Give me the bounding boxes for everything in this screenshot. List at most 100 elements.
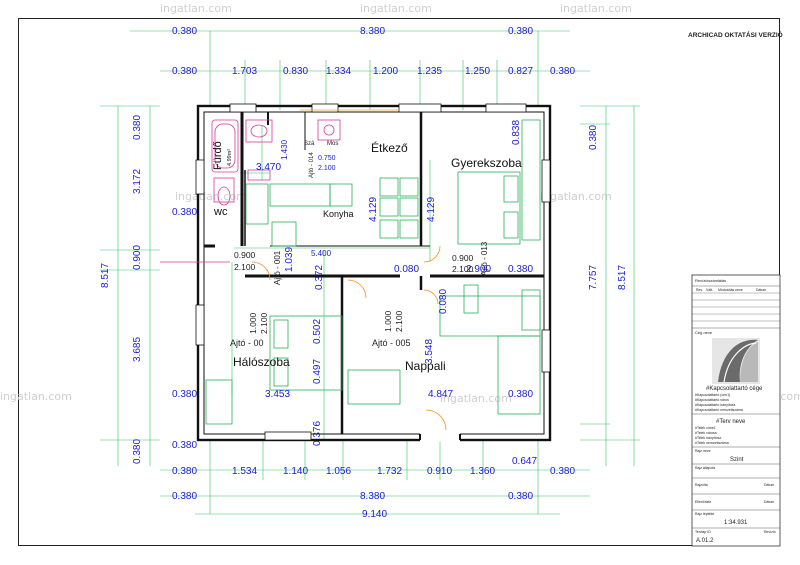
dim-text: 0.910 (427, 466, 452, 477)
dim-text: 0.380 (172, 66, 197, 77)
dim-text: 0.376 (312, 421, 323, 446)
dim-text: 3.685 (132, 337, 143, 362)
dim-text: 0.380 (550, 466, 575, 477)
company-line: #Kapcsolattartó irányítósz. (695, 403, 736, 407)
dim-text: 8.380 (360, 26, 385, 37)
status-label: Rajz állapota (695, 466, 715, 470)
door-dim: 2.100 (394, 310, 404, 332)
dim-text: 1.334 (326, 66, 351, 77)
dim-text: 8.517 (617, 265, 628, 290)
bathroom-fixtures (160, 119, 341, 263)
top-dimensions: 0.380 8.380 0.380 0.380 1.703 0.830 1.33… (172, 26, 575, 77)
room-wc: wc (213, 206, 228, 218)
dim-text: 1.200 (373, 66, 398, 77)
watermark: ingatlan.com (540, 190, 612, 203)
date-label: Dátum (764, 483, 774, 487)
dim-text: 0.827 (508, 66, 533, 77)
furniture (205, 119, 541, 425)
dim-text: 0.380 (508, 389, 533, 400)
rev-col: Dátum (756, 288, 766, 292)
revision-label: Revízió (764, 530, 776, 534)
scale-label: Rajz léptéke (695, 512, 714, 516)
door-label: Ajtó - 001 (273, 250, 282, 285)
plan-id-label: Tervlap ID (695, 530, 711, 534)
dim-text: 0.380 (172, 491, 197, 502)
door-dim: 0.900 (452, 253, 474, 263)
dim-text: 0.380 (588, 125, 599, 150)
company-name: #Kapcsolattartó cége (706, 386, 763, 392)
dim-text: 0.380 (132, 439, 143, 464)
project-line: #Telek címe1 (695, 426, 716, 430)
date-label: Dátum (764, 500, 774, 504)
room-labels: Fürdő 4.99m² wc Étkező Konyha Gyerekszob… (212, 140, 522, 373)
dim-text: 1.534 (232, 466, 257, 477)
dim-text: 5.400 (311, 249, 332, 258)
dim-text: 0.380 (550, 66, 575, 77)
dim-text: 0.380 (172, 26, 197, 37)
room-nappali: Nappali (405, 359, 446, 373)
room-konyha: Konyha (323, 209, 354, 219)
dim-text: 1.250 (465, 66, 490, 77)
dim-text: 0.380 (172, 389, 197, 400)
dim-text: 3.470 (256, 162, 281, 173)
dim-text: 3.172 (132, 169, 143, 194)
fixture-label: Mos (327, 141, 338, 147)
dim-text: 3.548 (424, 339, 435, 364)
dim-text: 0.750 (318, 155, 336, 162)
door-dim: 2.100 (234, 262, 256, 272)
dim-text: 4.129 (368, 197, 379, 222)
dim-text: 0.380 (132, 115, 143, 140)
checked-label: Ellenőrizte (695, 500, 711, 504)
dim-text: 4.129 (426, 197, 437, 222)
company-line: #Kapcsolattartó nemzetiszáma (695, 408, 743, 412)
dim-text: 0.080 (438, 289, 449, 314)
dim-text: 0.380 (172, 207, 197, 218)
dim-text: 8.380 (360, 491, 385, 502)
door-swings (251, 109, 447, 431)
revision-header: Revíziószámlálás (695, 278, 726, 283)
door-label: Ajtó - 005 (372, 338, 411, 348)
dim-text: 0.502 (312, 319, 323, 344)
company-label: Cég neve (695, 330, 713, 335)
company-line: #Kapcsolattartó város (695, 398, 729, 402)
dim-text: 8.517 (100, 263, 111, 288)
watermark: ingatlan.com (160, 2, 232, 15)
watermark: ingatlan.com (360, 2, 432, 15)
room-etkezo: Étkező (371, 140, 408, 155)
dim-text: 0.830 (283, 66, 308, 77)
dim-text: 1.732 (377, 466, 402, 477)
dim-text: 0.380 (508, 491, 533, 502)
dim-text: 0.380 (508, 26, 533, 37)
door-dim: 2.100 (259, 312, 269, 334)
dim-text: 1.039 (284, 247, 295, 272)
dim-text: 1.430 (280, 139, 289, 160)
dim-text: 3.453 (265, 389, 290, 400)
drawn-label: Rajzolta (695, 483, 708, 487)
dim-text: 0.080 (394, 264, 419, 275)
dim-text: 0.900 (132, 245, 143, 270)
company-line: #Kapcsolattartó (cím1) (695, 393, 730, 397)
walls (195, 103, 552, 442)
room-furdo: Fürdő (212, 141, 224, 170)
dim-text: 0.380 (172, 440, 197, 451)
watermark: ingatlan.com (0, 390, 72, 403)
door-dim: 0.900 (234, 250, 256, 260)
dim-text: 1.140 (283, 466, 308, 477)
door-dim: 1.000 (248, 312, 258, 334)
dim-text: 1.360 (470, 466, 495, 477)
edition-label: ARCHICAD OKTATÁSI VERZIÓ (688, 30, 783, 39)
fixture-label: Szá (304, 141, 315, 147)
rev-col: Rev. (696, 288, 703, 292)
watermark: ingatlan.com (560, 2, 632, 15)
door-dim: 2.100 (452, 264, 474, 274)
archicad-logo-icon (712, 338, 760, 384)
dim-text: 0.380 (172, 466, 197, 477)
plan-id: A.01.2 (696, 538, 714, 544)
door-label: Ajtó - 00 (230, 338, 264, 348)
bottom-dimensions: 0.380 1.534 1.140 1.056 1.732 0.910 1.36… (172, 456, 575, 520)
dim-text: 0.838 (511, 120, 522, 145)
dim-text: 2.900 (466, 264, 491, 275)
room-gyerekszoba: Gyerekszoba (451, 156, 522, 170)
watermark: ingatlan.com (175, 190, 247, 203)
